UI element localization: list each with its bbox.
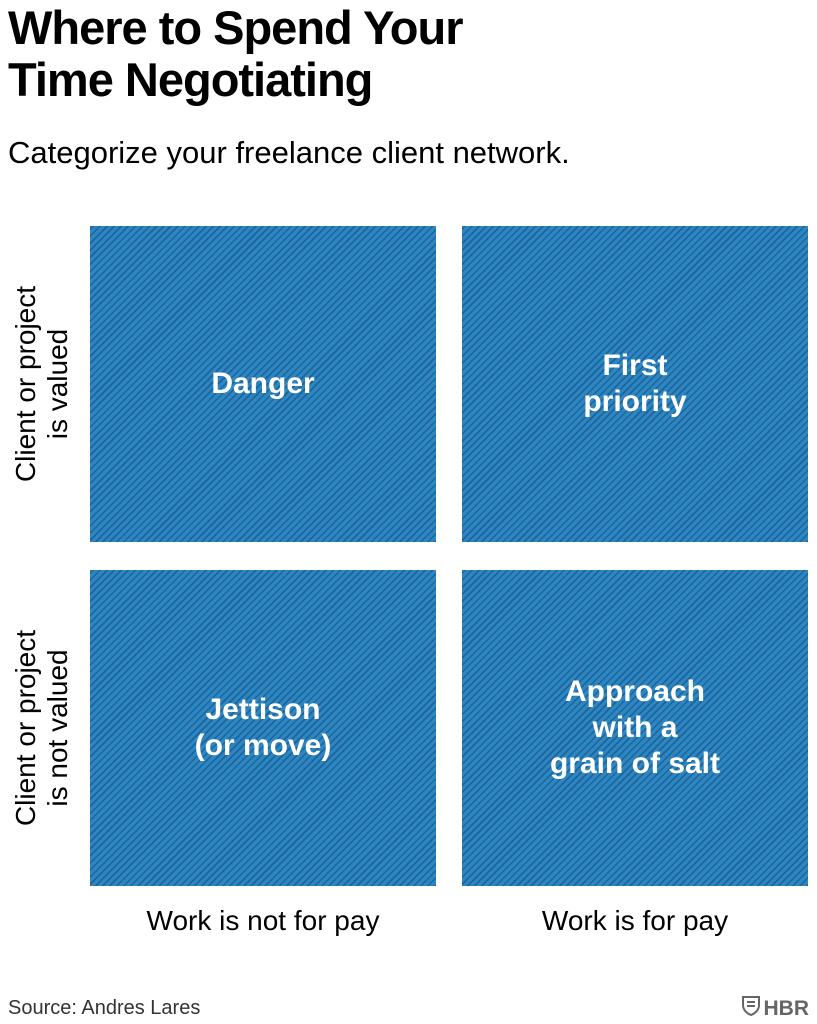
y-axis-label-valued: Client or project is valued [10, 285, 73, 483]
quadrant-label: Approach with a grain of salt [549, 675, 721, 780]
page-title: Where to Spend Your Time Negotiating [8, 1, 464, 106]
subtitle: Categorize your freelance client network… [8, 135, 570, 170]
quadrant-label: Jettison (or move) [194, 693, 332, 762]
quadrant-label: First priority [583, 349, 687, 418]
quadrant-jettison: Jettison (or move) [90, 570, 436, 886]
logo-text: HBR [763, 996, 810, 1020]
shield-icon [741, 996, 760, 1021]
x-axis-label-not-for-pay: Work is not for pay [146, 905, 380, 936]
quadrant-first-priority: First priority [462, 226, 808, 542]
x-axis-label-for-pay: Work is for pay [541, 905, 729, 936]
source-note: Source: Andres Lares [8, 997, 201, 1019]
quadrant-danger: Danger [90, 226, 436, 542]
quadrant-approach-with-salt: Approach with a grain of salt [462, 570, 808, 886]
quadrant-label: Danger [211, 367, 315, 400]
hbr-logo: HBR [741, 996, 810, 1021]
y-axis-label-not-valued: Client or project is not valued [10, 629, 73, 827]
